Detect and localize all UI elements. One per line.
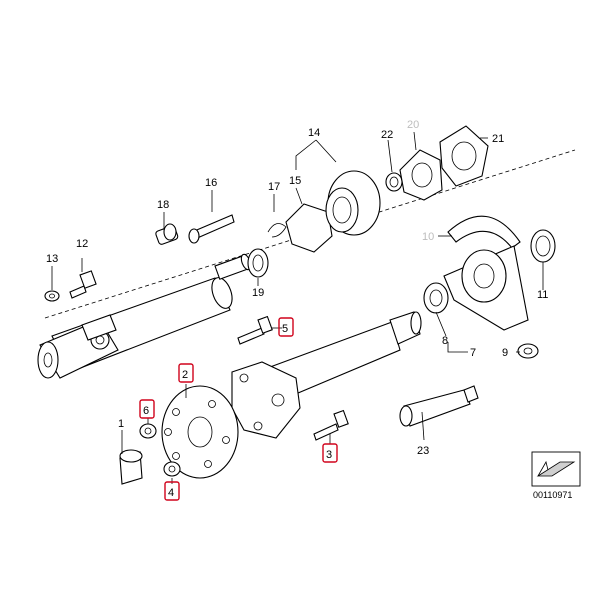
part-23-grease-tube <box>399 385 479 427</box>
callout-22: 22 <box>381 129 393 141</box>
part-2-flex-disc <box>161 385 239 479</box>
part-21-cover <box>439 125 489 187</box>
part-6-nut <box>139 423 157 439</box>
flex-disc-group <box>119 315 349 485</box>
callout-5: 5 <box>282 323 288 335</box>
callout-17: 17 <box>268 181 280 193</box>
part-5-bolt <box>237 327 265 345</box>
callout-3: 3 <box>326 449 332 461</box>
callout-10: 10 <box>422 231 434 243</box>
callout-13: 13 <box>46 253 58 265</box>
callout-14: 14 <box>308 127 320 139</box>
callout-20: 20 <box>407 119 419 131</box>
callout-6: 6 <box>143 405 149 417</box>
callout-7: 7 <box>470 347 476 359</box>
callout-16: 16 <box>205 177 217 189</box>
callout-19: 19 <box>252 287 264 299</box>
part-19-clamp <box>247 248 269 278</box>
diagram-code-box: 00110971 <box>531 451 581 500</box>
section-divider <box>44 149 576 319</box>
callout-21: 21 <box>492 133 504 145</box>
part-4-nut <box>163 461 181 477</box>
part-10-shield <box>447 215 521 249</box>
callout-2: 2 <box>182 369 188 381</box>
part-13-washer <box>44 290 60 302</box>
part-12-bolt <box>69 285 87 299</box>
part-9-nut <box>517 343 539 359</box>
callout-11: 11 <box>537 289 548 301</box>
part-11-seal <box>530 229 556 263</box>
callout-15: 15 <box>289 175 301 187</box>
rear-shaft <box>231 311 422 439</box>
arrow-icon <box>536 461 576 477</box>
front-small-parts <box>44 214 287 302</box>
part-3-bolt <box>313 423 339 441</box>
highlight-boxes <box>139 317 338 501</box>
callout-labels: 1 2 3 4 5 6 7 8 9 10 11 12 13 14 15 16 1… <box>46 119 548 499</box>
leader-lines <box>51 131 544 484</box>
diagram-code: 00110971 <box>533 490 572 500</box>
callout-12: 12 <box>76 238 88 250</box>
front-shaft <box>37 253 252 379</box>
part-8-bearing <box>423 282 449 314</box>
callout-8: 8 <box>442 335 448 347</box>
callout-1: 1 <box>118 418 124 430</box>
callout-23: 23 <box>417 445 429 457</box>
part-20-plate <box>399 149 443 201</box>
part-15-gasket <box>285 203 333 253</box>
callout-18: 18 <box>157 199 169 211</box>
center-bearing-front <box>285 125 489 253</box>
callout-9: 9 <box>502 347 508 359</box>
part-22-ring <box>385 172 403 192</box>
callout-4: 4 <box>168 487 174 499</box>
part-17-clip <box>267 223 287 238</box>
